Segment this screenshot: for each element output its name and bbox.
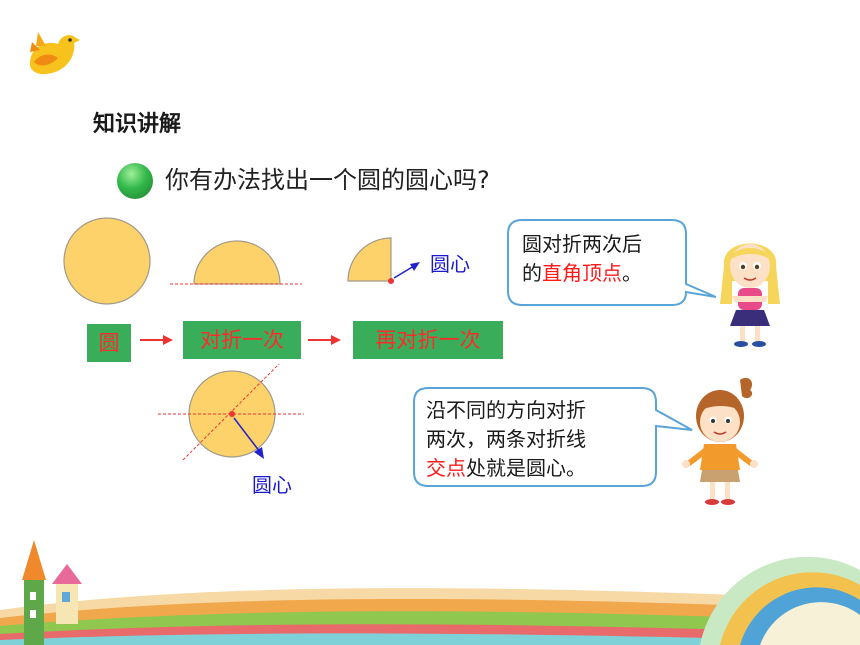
bubble-1-post: 。: [622, 261, 642, 285]
pointer-arrow-2: [233, 417, 261, 453]
girl-blonde-icon: [720, 243, 780, 347]
semicircle: [193, 240, 281, 285]
bottom-landscape-decoration: [0, 540, 860, 645]
bubble-1-line-2: 的直角顶点。: [522, 259, 642, 288]
speech-bubble-1: [507, 219, 717, 306]
question-text: 你有办法找出一个圆的圆心吗?: [165, 166, 490, 194]
girl-brown-icon: [682, 377, 758, 505]
bubble-2-highlight: 交点: [426, 456, 466, 480]
pointer-arrow-1: [393, 265, 415, 279]
quarter-circle: [347, 237, 392, 282]
flow-box-fold-twice: 再对折一次: [353, 321, 503, 359]
bubble-1-line-1: 圆对折两次后: [522, 232, 642, 256]
bird-logo-icon: [30, 32, 80, 75]
flow-box-fold-once: 对折一次: [183, 321, 301, 359]
arrow-head-1: [410, 262, 420, 271]
bubble-2-text: 沿不同的方向对折 两次，两条对折线 交点处就是圆心。: [426, 396, 586, 483]
center-label-2: 圆心: [252, 473, 292, 497]
bubble-2-line-1: 沿不同的方向对折: [426, 398, 586, 422]
full-circle: [63, 217, 151, 305]
speech-bubble-2: [413, 387, 693, 487]
flow-arrow-1-head: [163, 335, 173, 345]
bubble-1-pre: 的: [522, 261, 542, 285]
section-title: 知识讲解: [93, 112, 182, 137]
center-label-1: 圆心: [430, 252, 470, 276]
bubble-2-line-3: 交点处就是圆心。: [426, 454, 586, 483]
bubble-2-line-2: 两次，两条对折线: [426, 427, 586, 451]
arrow-head-2: [254, 447, 264, 459]
flow-box-circle: 圆: [87, 324, 131, 362]
center-dot-2: [229, 411, 235, 417]
bullet-icon: [117, 163, 153, 199]
center-dot: [388, 278, 394, 284]
bubble-1-highlight: 直角顶点: [542, 261, 622, 285]
flow-arrow-2-head: [331, 335, 341, 345]
bubble-1-text: 圆对折两次后 的直角顶点。: [522, 230, 642, 288]
bubble-2-post: 处就是圆心。: [466, 456, 586, 480]
